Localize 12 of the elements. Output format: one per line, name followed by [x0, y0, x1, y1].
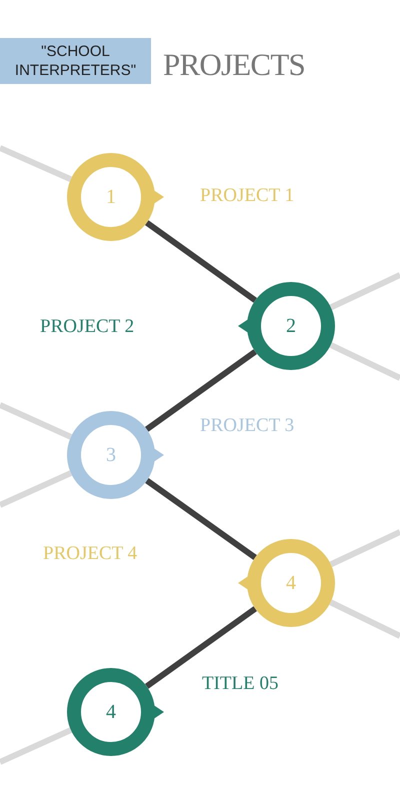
project-label: TITLE 05 — [202, 672, 279, 696]
step-number: 3 — [106, 443, 116, 468]
project-label: PROJECT 4 — [43, 542, 138, 566]
project-label: PROJECT 2 — [40, 315, 134, 339]
step-number: 4 — [286, 571, 296, 596]
project-label: PROJECT 3 — [200, 414, 294, 438]
title: PROJECTS — [163, 46, 305, 84]
step-number: 2 — [286, 314, 296, 339]
project-label: PROJECT 1 — [200, 184, 294, 208]
title-banner: "SCHOOL INTERPRETERS" — [0, 38, 151, 84]
step-number: 1 — [106, 185, 116, 210]
step-number: 4 — [106, 700, 116, 725]
